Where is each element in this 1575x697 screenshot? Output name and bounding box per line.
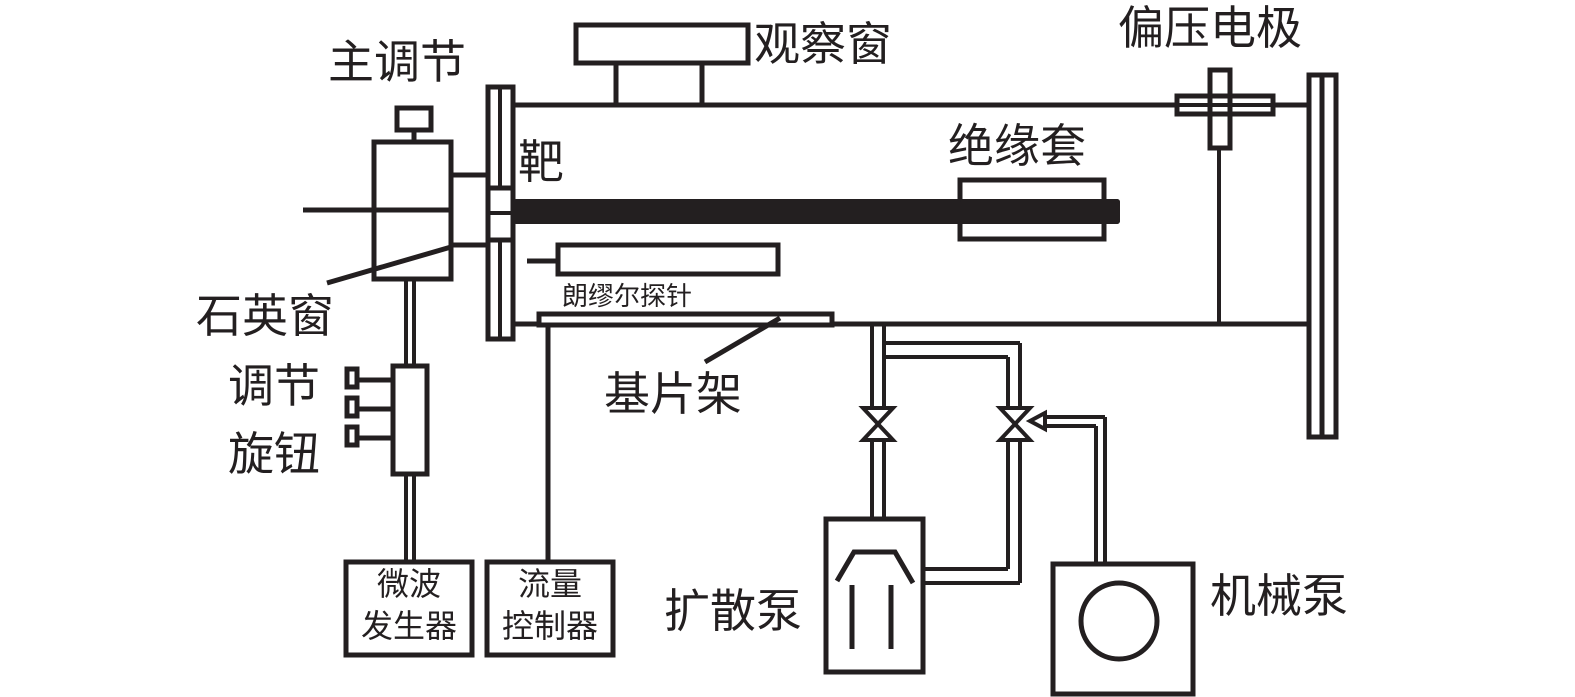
observation-window-label: 观察窗 — [754, 17, 892, 71]
diffusion-pump — [823, 516, 926, 675]
main-adjust-label: 主调节 — [328, 35, 466, 89]
adjust-knob-3 — [344, 424, 360, 448]
target-label: 靶 — [518, 135, 564, 189]
valve-1 — [858, 406, 898, 442]
microwave-generator-label-1: 微波 — [377, 565, 441, 603]
langmuir-probe — [527, 242, 781, 277]
right-flange — [1306, 72, 1339, 440]
valve-2 — [995, 406, 1035, 442]
microwave-generator-label-2: 发生器 — [361, 607, 457, 645]
waveguide — [404, 279, 416, 562]
flow-controller-label-2: 控制器 — [502, 607, 598, 645]
mechanical-pump-label: 机械泵 — [1210, 569, 1348, 623]
diffusion-pump-label: 扩散泵 — [664, 584, 802, 638]
left-flange — [485, 84, 516, 342]
observation-window — [573, 22, 751, 105]
microwave-generator — [343, 559, 475, 658]
flow-controller — [484, 559, 616, 658]
adjust-knobs — [344, 363, 430, 477]
adjust-knob-label-2: 旋钮 — [228, 427, 320, 481]
flow-controller-label-1: 流量 — [518, 565, 582, 603]
quartz-window-pointer — [326, 244, 452, 286]
bias-electrode-label: 偏压电极 — [1118, 1, 1302, 55]
main-adjust-knob — [394, 105, 434, 133]
adjust-knob-2 — [344, 395, 360, 419]
adjust-knob-label-1: 调节 — [228, 359, 320, 413]
langmuir-probe-label: 朗缪尔探针 — [562, 282, 692, 312]
vacuum-piping — [870, 324, 1107, 585]
substrate-holder — [536, 311, 835, 562]
mechanical-pump — [1050, 561, 1196, 697]
target-rod-end — [960, 199, 1120, 224]
quartz-window-label: 石英窗 — [196, 289, 334, 343]
bias-electrode — [1174, 67, 1276, 324]
main-adjust-unit — [303, 105, 491, 282]
adjust-knob-1 — [344, 366, 360, 390]
insulating-sleeve-label: 绝缘套 — [948, 119, 1086, 173]
substrate-holder-label: 基片架 — [604, 367, 742, 421]
